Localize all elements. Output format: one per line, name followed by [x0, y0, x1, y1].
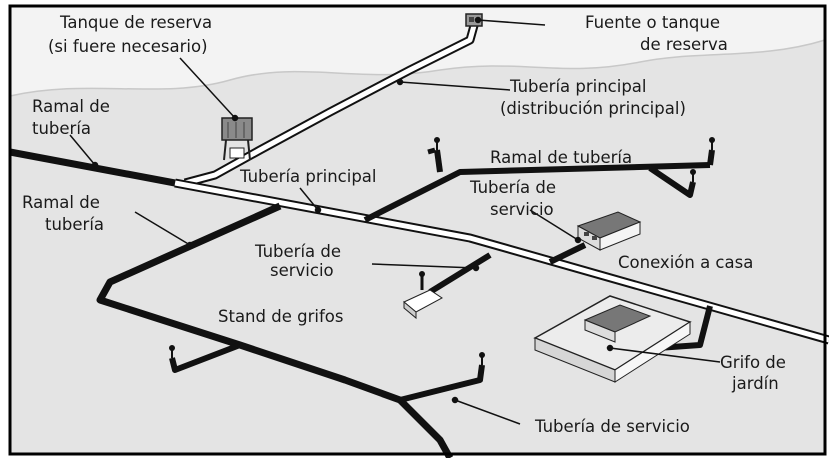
label-service-upper-line1: Tubería de [469, 178, 556, 197]
tap-spout-1 [427, 147, 436, 155]
label-branch-left2-line1: Ramal de [22, 193, 100, 212]
label-main-pipe: Tubería principal [239, 167, 377, 186]
courtyard-icon [533, 295, 692, 383]
label-service-mid-line1: Tubería de [254, 242, 341, 261]
label-garden-tap-line1: Grifo de [720, 353, 786, 372]
reserve-tank-icon [221, 117, 253, 161]
label-service-upper-line2: servicio [490, 200, 554, 219]
tap-branch-bottom [399, 364, 485, 403]
label-branch-left-line1: Ramal de [32, 97, 110, 116]
label-reserve-tank-line1: Tanque de reserva [59, 13, 212, 32]
sky-area [10, 6, 825, 96]
leader-lines [69, 16, 721, 425]
label-service-mid-line2: servicio [270, 261, 334, 280]
tap-riser-2 [707, 149, 715, 166]
label-branch-left-line2: tubería [32, 119, 91, 138]
tap-branch-left [169, 342, 242, 373]
label-branch-right: Ramal de tubería [490, 148, 632, 167]
label-service-bottom: Tubería de servicio [534, 417, 690, 436]
left-branch-pipe [9, 148, 176, 187]
tap-icon [479, 352, 485, 365]
label-garden-tap-line2: jardín [731, 374, 779, 393]
tap-icon [690, 169, 696, 182]
label-source-line1: Fuente o tanque [585, 13, 720, 32]
tap-stand-icon [403, 271, 443, 320]
label-house-connection: Conexión a casa [618, 253, 753, 272]
upper-branch-pipe [363, 162, 711, 223]
label-tap-stand: Stand de grifos [218, 307, 343, 326]
diagram-border [8, 4, 827, 456]
tap-branch-3 [648, 165, 696, 198]
tap-icon [709, 137, 715, 150]
tap-icon [169, 345, 175, 358]
house-icon [576, 211, 642, 251]
tap-riser-1 [434, 149, 443, 173]
lower-branch-pipe [96, 202, 454, 458]
label-main-distribution-line2: (distribución principal) [500, 99, 686, 118]
label-reserve-tank-line2: (si fuere necesario) [48, 37, 208, 56]
label-branch-left2-line2: tubería [45, 215, 104, 234]
label-source-line2: de reserva [640, 35, 728, 54]
stand-service-pipe [428, 252, 492, 295]
tap-icon [434, 137, 440, 150]
main-distribution-pipe [184, 21, 478, 186]
house-service-pipe [548, 242, 587, 265]
hill-ridge [9, 39, 826, 97]
label-main-distribution-line1: Tubería principal [509, 77, 647, 96]
